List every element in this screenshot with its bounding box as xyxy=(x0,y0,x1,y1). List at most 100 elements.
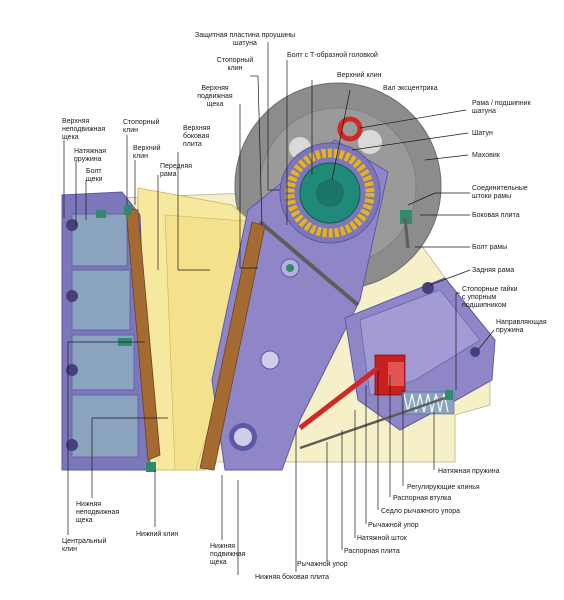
label-line: Стопорный xyxy=(123,118,160,126)
label-line: Шатун xyxy=(472,130,493,137)
side-plate-bolt xyxy=(400,210,412,224)
label-line: Натяжная xyxy=(74,148,106,155)
label-line: клин xyxy=(227,65,242,72)
label-line: Болт рамы xyxy=(472,244,507,251)
label-line: боковая xyxy=(183,132,209,140)
label-line: Рычажной упор xyxy=(297,560,348,568)
label-line: Нижняя xyxy=(210,543,235,550)
pitman-hole-inner xyxy=(234,428,252,446)
side-plate-rod xyxy=(403,217,410,249)
label-line: Верхняя xyxy=(183,125,211,132)
label-line: Распорная плита xyxy=(344,548,400,555)
label-eccentric-shaft: Вал эксцентрика xyxy=(383,85,438,92)
label-line: Соединительные xyxy=(472,185,528,192)
pitman-hole xyxy=(260,350,280,370)
label-line: клин xyxy=(133,153,148,160)
pitman-eye xyxy=(337,116,363,142)
frame-bolt-hole xyxy=(66,219,78,231)
label-line: Центральный xyxy=(62,537,107,545)
label-t-head-bolt: Болт с Т-образной головкой xyxy=(287,51,378,59)
label-side-plate: Боковая плита xyxy=(472,212,520,219)
label-toggle-bushing: Распорная втулка xyxy=(393,495,451,502)
label-line: щека xyxy=(210,559,227,566)
label-line: Регулирующие клинья xyxy=(407,484,480,491)
frame-bolt-hole xyxy=(66,439,78,451)
frame-bolt xyxy=(422,282,434,294)
eccentric-shaft-core xyxy=(316,179,344,207)
lower-fixed-jaw xyxy=(71,394,139,458)
frame-bolt-hole xyxy=(66,364,78,376)
label-line: клин xyxy=(123,127,138,134)
tension-rod xyxy=(299,396,446,450)
label-line: Стопорный xyxy=(217,56,254,64)
label-line: Передняя xyxy=(160,163,192,170)
label-line: Верхний клин xyxy=(337,71,382,79)
label-toggle-seat: Седло рычажного упора xyxy=(381,508,460,515)
frame-bolt-hole xyxy=(66,290,78,302)
label-lower-side-plate: Нижняя боковая плита xyxy=(255,573,329,581)
toggle-seat xyxy=(388,362,404,386)
label-line: Нижняя xyxy=(76,501,101,508)
lower-wedge-bolt xyxy=(146,462,156,472)
label-line: щека xyxy=(76,517,93,524)
label-line: Верхняя xyxy=(201,85,229,92)
bearing-rollers xyxy=(285,148,375,238)
label-tension-rod: Натяжной шток xyxy=(357,534,408,542)
label-line: рама xyxy=(160,171,177,178)
label-line: подвижная xyxy=(197,93,233,100)
label-line: неподвижная xyxy=(76,509,119,516)
label-line: Маховик xyxy=(472,152,501,159)
label-line: плита xyxy=(183,141,202,148)
label-line: Вал эксцентрика xyxy=(383,85,438,92)
label-line: Натяжная пружина xyxy=(438,468,500,475)
label-line: Рама / подшипник xyxy=(472,100,532,107)
label-line: неподвижная xyxy=(62,126,105,133)
label-upper-wedge-top: Верхний клин xyxy=(337,71,382,79)
label-line: Нижняя боковая плита xyxy=(255,573,329,581)
frame-bolt xyxy=(470,347,480,357)
label-lower-wedge: Нижний клин xyxy=(136,530,178,538)
label-line: Направляющая xyxy=(496,319,547,326)
jaw-bolt xyxy=(96,210,106,218)
label-toggle-block: Рычажной упор xyxy=(368,521,419,529)
guide-bolt-core xyxy=(286,264,294,272)
label-tension-spring-right: Натяжная пружина xyxy=(438,468,500,475)
label-pitman: Шатун xyxy=(472,130,493,137)
label-line: щеки xyxy=(86,176,103,183)
label-line: Нижний клин xyxy=(136,530,178,538)
label-adjusting-wedges: Регулирующие клинья xyxy=(407,484,480,491)
label-line: подшипником xyxy=(462,302,507,309)
label-line: пружина xyxy=(74,156,102,163)
label-line: шатуна xyxy=(472,108,496,115)
label-line: щека xyxy=(62,134,79,141)
label-line: подвижная xyxy=(210,551,246,558)
label-line: Боковая плита xyxy=(472,212,520,219)
toggle-plate xyxy=(298,366,380,430)
label-line: Стопорные гайки xyxy=(462,285,518,293)
label-flywheel: Маховик xyxy=(472,152,501,159)
label-line: Болт xyxy=(86,168,102,175)
upper-fixed-jaw xyxy=(71,213,128,267)
label-line: Рычажной упор xyxy=(368,521,419,529)
label-line: Натяжной шток xyxy=(357,534,408,542)
label-line: пружина xyxy=(496,327,524,334)
label-line: Задняя рама xyxy=(472,267,514,274)
label-frame-bolt: Болт рамы xyxy=(472,244,507,251)
label-line: Болт с Т-образной головкой xyxy=(287,51,378,59)
